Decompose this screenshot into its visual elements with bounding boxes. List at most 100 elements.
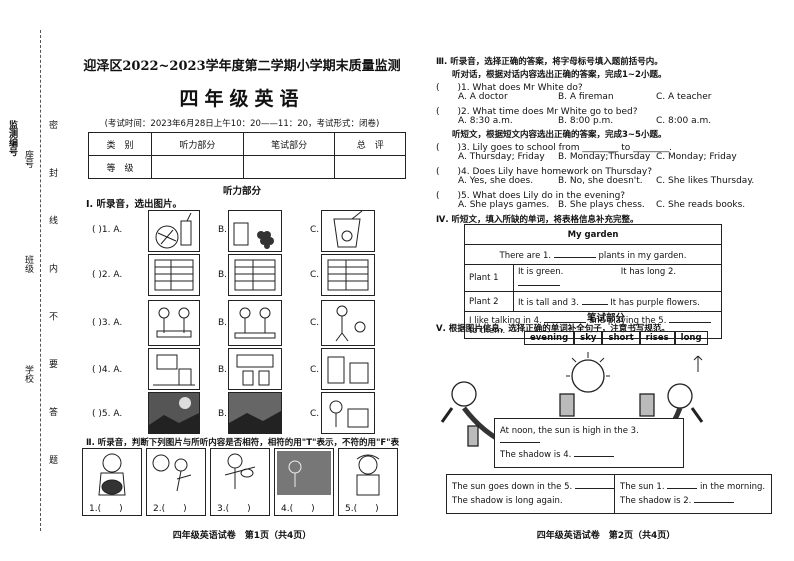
part2-pictures: 1.( ) 2.( ) 3.( ) 4.( ) 5.( ) bbox=[82, 448, 402, 516]
morning-sentence-1b: in the morning. bbox=[699, 482, 766, 492]
q3-4-opt-c: C. She likes Thursday. bbox=[656, 176, 755, 186]
part1-items: ( )1. A. B. C. ( )2. A. B. C. ( )3. A. B… bbox=[68, 208, 416, 434]
page-2: Ⅲ. 听录音，选择正确的答案，将字母标号填入题前括号内。 听对话，根据对话内容选… bbox=[428, 0, 784, 561]
garden-r1-text-a: There are 1. bbox=[499, 250, 552, 261]
score-table: 类 别 听力部分 笔试部分 总 评 等 级 bbox=[88, 132, 406, 179]
scene-picture-c bbox=[321, 392, 375, 434]
q5-label: ( )5. A. bbox=[92, 409, 123, 419]
morning-sun-icon bbox=[667, 383, 693, 409]
score-input-cell[interactable] bbox=[151, 155, 244, 179]
schedule-picture-a bbox=[148, 254, 200, 296]
garden-r1-text-b: plants in my garden. bbox=[598, 250, 687, 261]
q4-b-label: B. bbox=[218, 365, 228, 375]
room-picture-c bbox=[321, 348, 375, 390]
blank-1[interactable] bbox=[553, 249, 596, 258]
q3-4: ( )4. Does Lily have homework on Thursda… bbox=[436, 167, 652, 177]
night-scene-picture: 4.( ) bbox=[274, 448, 334, 516]
part3-heading: Ⅲ. 听录音，选择正确的答案，将字母标号填入题前括号内。 bbox=[436, 57, 663, 67]
blank-noon-3[interactable] bbox=[500, 436, 540, 443]
garden-table-title: My garden bbox=[464, 224, 722, 245]
q3-3: ( )3. Lily goes to school from ________ … bbox=[436, 143, 673, 153]
evening-sentence-1: The sun goes down in the 5. bbox=[452, 482, 573, 492]
schedule-picture-b bbox=[228, 254, 282, 296]
part5-heading: Ⅴ. 根据图片信息，选择正确的单词补全句子，注意书写规范。 bbox=[436, 324, 670, 334]
blank-morning-2[interactable] bbox=[694, 496, 735, 503]
part3-sub2: 听短文，根据短文内容选出正确的答案，完成3~5小题。 bbox=[452, 130, 667, 140]
word-box: long bbox=[674, 331, 708, 345]
q3-1-opt-b: B. A fireman bbox=[558, 92, 614, 102]
noon-sun-icon bbox=[571, 359, 605, 393]
part2-answer-5[interactable]: 5.( ) bbox=[345, 504, 379, 514]
q2-label: ( )2. A. bbox=[92, 270, 123, 280]
q5-b-label: B. bbox=[218, 409, 228, 419]
q2-b-label: B. bbox=[218, 270, 228, 280]
blank-morning-1[interactable] bbox=[667, 482, 698, 489]
plant2-label: Plant 2 bbox=[464, 291, 514, 312]
evening-card: The sun goes down in the 5. The shadow i… bbox=[446, 474, 630, 514]
page-footer-right: 四年级英语试卷 第2页（共4页） bbox=[536, 531, 676, 541]
school-label: 学校 bbox=[23, 365, 33, 383]
q3-5-opt-c: C. She reads books. bbox=[656, 200, 746, 210]
part4-heading: Ⅳ. 听短文，填入所缺的单词，将表格信息补充完整。 bbox=[436, 215, 639, 225]
word-box: sky bbox=[574, 331, 603, 345]
q3-b-label: B. bbox=[218, 318, 228, 328]
exam-info: (考试时间：2023年6月28日上午10：20——11：20，考试形式：闭卷) bbox=[104, 119, 380, 129]
room-picture-b bbox=[228, 348, 282, 390]
part2-answer-4[interactable]: 4.( ) bbox=[281, 504, 315, 514]
score-input-cell[interactable] bbox=[334, 155, 406, 179]
q3-5-opt-b: B. She plays chess. bbox=[558, 200, 645, 210]
garden-row-3: It is tall and 3. It has purple flowers. bbox=[513, 291, 722, 312]
boy-watermelon-picture: 1.( ) bbox=[82, 448, 142, 516]
kids-picture-c bbox=[321, 300, 375, 346]
noon-sentence-1: At noon, the sun is high in the 3. bbox=[500, 426, 639, 436]
q3-4-opt-a: A. Yes, she does. bbox=[458, 176, 534, 186]
scene-picture-b bbox=[228, 392, 282, 434]
q3-1: ( )1. What does Mr White do? bbox=[436, 83, 583, 93]
score-header-cell: 总 评 bbox=[334, 132, 406, 156]
girl-volleyball-picture: 2.( ) bbox=[146, 448, 206, 516]
morning-card: The sun 1. in the morning. The shadow is… bbox=[614, 474, 772, 514]
room-picture-a bbox=[148, 348, 200, 390]
q3-2-opt-a: A. 8:30 a.m. bbox=[458, 116, 513, 126]
garden-row-1: There are 1. plants in my garden. bbox=[464, 244, 722, 265]
kids-picture-b bbox=[228, 300, 282, 346]
morning-sentence-2: The shadow is 2. bbox=[620, 496, 692, 506]
score-input-cell[interactable] bbox=[242, 155, 336, 179]
q3-3-opt-c: C. Monday; Friday bbox=[656, 152, 737, 162]
blank-noon-4[interactable] bbox=[574, 450, 615, 457]
blank-4[interactable] bbox=[544, 314, 587, 323]
score-header-cell: 听力部分 bbox=[151, 132, 244, 156]
blank-3[interactable] bbox=[581, 296, 608, 305]
violin-picture: 3.( ) bbox=[210, 448, 270, 516]
part1-heading: Ⅰ. 听录音，选出图片。 bbox=[86, 199, 182, 210]
plant1-desc-b: It has long 2. bbox=[620, 267, 677, 277]
garden-table: My garden There are 1. plants in my gard… bbox=[464, 224, 722, 339]
blank-evening-5[interactable] bbox=[574, 482, 615, 489]
blank-2[interactable] bbox=[518, 277, 560, 286]
garden-r4-a: I like talking in 4. bbox=[469, 316, 542, 326]
q4-label: ( )4. A. bbox=[92, 365, 123, 375]
garden-r4-c: to them. bbox=[469, 326, 506, 336]
seat-label: 座号 bbox=[23, 150, 33, 168]
seal-text: 密 封 线 内 不 要 答 题 bbox=[47, 120, 57, 483]
word-box: short bbox=[602, 331, 640, 345]
word-box: rises bbox=[639, 331, 675, 345]
q3-2-opt-c: C. 8:00 a.m. bbox=[656, 116, 712, 126]
plant2-desc-b: It has purple flowers. bbox=[610, 297, 700, 308]
part2-answer-2[interactable]: 2.( ) bbox=[153, 504, 187, 514]
plant1-desc: It is green. bbox=[518, 267, 564, 277]
q2-c-label: C. bbox=[310, 270, 320, 280]
garden-row-2: It is green. It has long 2. bbox=[513, 264, 722, 292]
q1-label: ( )1. A. bbox=[92, 225, 123, 235]
q3-3-opt-a: A. Thursday; Friday bbox=[458, 152, 545, 162]
q3-1-opt-c: C. A teacher bbox=[656, 92, 712, 102]
part2-answer-1[interactable]: 1.( ) bbox=[89, 504, 123, 514]
q4-c-label: C. bbox=[310, 365, 320, 375]
garden-r4-b: and playing the 5. bbox=[589, 316, 667, 326]
blank-5[interactable] bbox=[669, 314, 712, 323]
part2-answer-3[interactable]: 3.( ) bbox=[217, 504, 251, 514]
writing-title: 笔试部分 bbox=[586, 313, 625, 324]
schedule-picture-c bbox=[321, 254, 375, 296]
evening-sentence-2: The shadow is long again. bbox=[452, 496, 563, 506]
